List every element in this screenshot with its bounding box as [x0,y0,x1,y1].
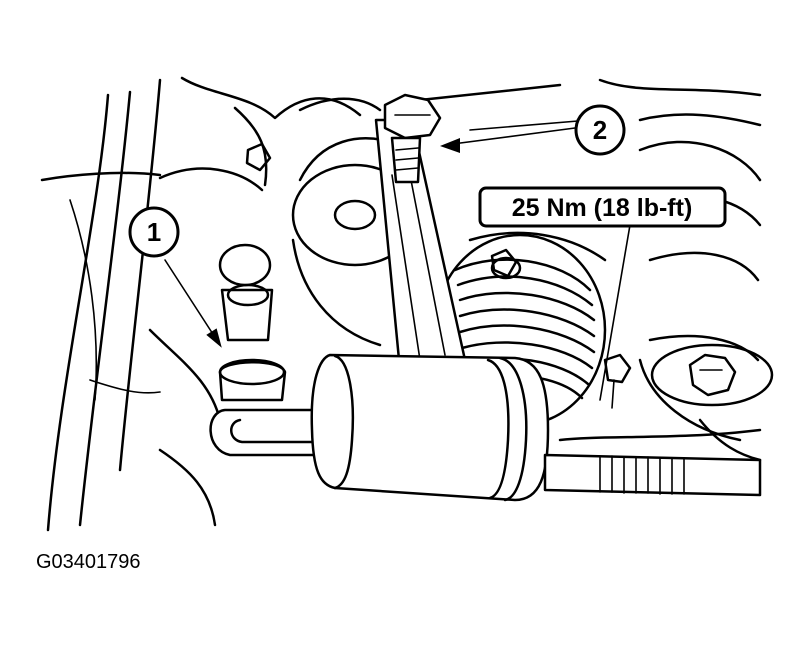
receiver-drier [310,353,550,502]
hex-nut-right [650,343,774,407]
callout-1: 1 [128,206,180,258]
mounting-bracket [374,118,467,372]
torque-spec-label: 25 Nm (18 lb-ft) [512,194,693,222]
bolt-top-left [245,142,272,172]
outlet-line [543,428,762,497]
callout-2-leader [440,127,576,153]
hose [209,408,322,457]
callout-2-number: 2 [593,115,607,145]
callout-1-number: 1 [147,217,161,247]
bolt-middle [490,248,518,278]
figure-id-label: G03401796 [36,551,141,573]
small-bolt [603,353,632,409]
callout-1-leader [164,259,222,348]
torque-leader [599,224,631,401]
top-bolt [383,93,442,184]
torque-spec-box: 25 Nm (18 lb-ft) [478,186,727,228]
callout-2: 2 [574,104,626,156]
pipe-fitting [218,243,287,402]
mechanical-illustration: 1 2 25 Nm (18 lb-ft) [40,76,774,532]
